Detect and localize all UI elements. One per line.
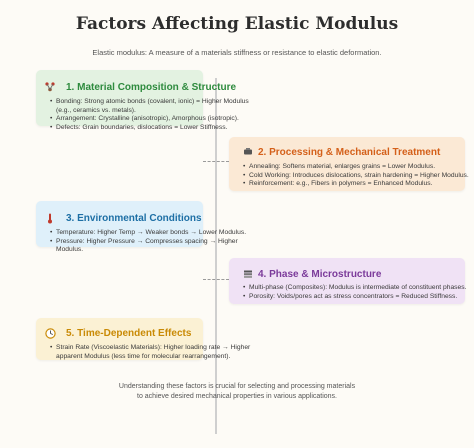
footer-note: Understanding these factors is crucial f… <box>0 382 474 402</box>
card-5-bullet: Strain Rate (Viscoelastic Materials): Hi… <box>50 344 265 361</box>
card-4-title: 4. Phase & Microstructure <box>258 269 382 280</box>
connector-4 <box>203 279 229 280</box>
card-4-bullets: Multi-phase (Composites): Modulus is int… <box>243 284 469 301</box>
card-1-title: 1. Material Composition & Structure <box>66 82 237 93</box>
card-4-bullet: Porosity: Voids/pores act as stress conc… <box>243 293 469 302</box>
thermometer-icon <box>44 212 56 224</box>
card-2-title: 2. Processing & Mechanical Treatment <box>258 147 441 158</box>
timeline-spine <box>215 78 217 434</box>
clock-icon <box>44 327 56 339</box>
card-2-bullets: Annealing: Softens material, enlarges gr… <box>243 163 469 189</box>
page-subtitle: Elastic modulus: A measure of a material… <box>92 48 382 57</box>
card-1-bullet: Bonding: Strong atomic bonds (covalent, … <box>50 98 260 115</box>
footer-line-1: Understanding these factors is crucial f… <box>118 383 356 390</box>
card-3-bullet: Temperature: Higher Temp → Weaker bonds … <box>50 229 265 238</box>
card-3-bullets: Temperature: Higher Temp → Weaker bonds … <box>50 229 265 255</box>
card-1-bullets: Bonding: Strong atomic bonds (covalent, … <box>50 98 260 133</box>
gear-icon <box>242 146 254 158</box>
page-title: Factors Affecting Elastic Modulus <box>75 14 399 34</box>
connector-2 <box>203 161 229 162</box>
layers-icon <box>242 268 254 280</box>
card-2-bullet: Reinforcement: e.g., Fibers in polymers … <box>243 180 469 189</box>
card-2-bullet: Cold Working: Introduces dislocations, s… <box>243 172 469 181</box>
card-1-bullet: Arrangement: Crystalline (anisotropic), … <box>50 115 260 124</box>
molecule-icon <box>44 81 56 93</box>
card-3-title: 3. Environmental Conditions <box>66 213 202 224</box>
card-2-bullet: Annealing: Softens material, enlarges gr… <box>243 163 469 172</box>
card-3-bullet: Pressure: Higher Pressure → Compresses s… <box>50 238 265 255</box>
footer-line-2: to achieve desired mechanical properties… <box>137 393 337 400</box>
card-5-bullets: Strain Rate (Viscoelastic Materials): Hi… <box>50 344 265 361</box>
card-1-bullet: Defects: Grain boundaries, dislocations … <box>50 124 260 133</box>
card-5-title: 5. Time-Dependent Effects <box>66 328 192 339</box>
card-4-bullet: Multi-phase (Composites): Modulus is int… <box>243 284 469 293</box>
